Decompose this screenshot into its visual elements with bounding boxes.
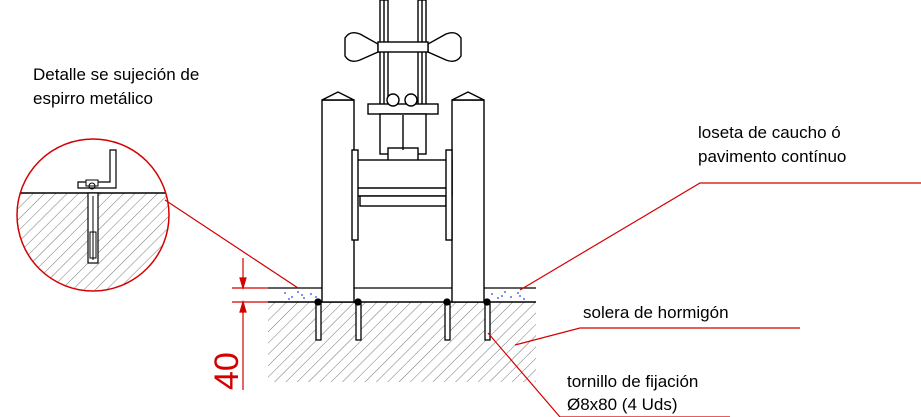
fixing-screws — [314, 298, 491, 341]
dimension-value: 40 — [208, 352, 246, 390]
rubber-label-line2: pavimento contínuo — [698, 147, 846, 166]
detail-circle — [16, 138, 170, 292]
concrete-base — [268, 287, 536, 382]
rubber-label-line1: loseta de caucho ó — [698, 123, 841, 142]
screw-label-line1: tornillo de fijación — [567, 372, 698, 391]
screw-label-line2: Ø8x80 (4 Uds) — [567, 395, 678, 414]
detail-title-line2: espirro metálico — [33, 89, 153, 108]
dimension-40 — [232, 258, 268, 390]
concrete-label: solera de hormigón — [583, 303, 729, 322]
leader-lines — [164, 182, 921, 417]
rubber-tile-dots — [284, 291, 525, 300]
detail-title-line1: Detalle se sujeción de — [33, 65, 199, 84]
equipment-frame — [321, 0, 485, 303]
